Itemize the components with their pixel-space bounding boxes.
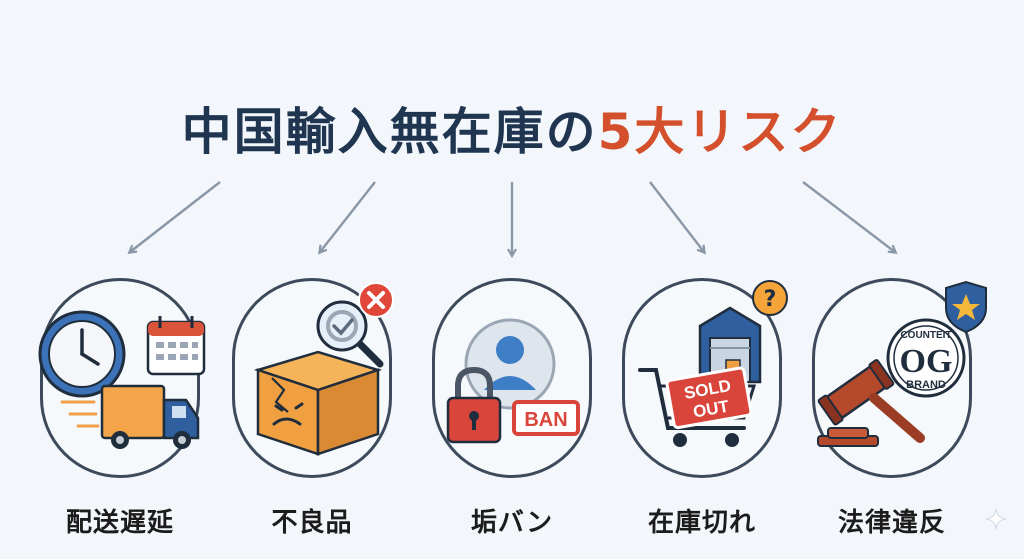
- gavel-counterfeit-brand-icon: COUNTEIT OG BRAND: [817, 280, 987, 447]
- risk-label-shipping-delay: 配送遅延: [65, 508, 174, 538]
- seal-logo-text: OG: [900, 343, 953, 380]
- risk-account-ban: BAN: [432, 278, 592, 478]
- damaged-box-magnifier-icon: [253, 282, 394, 456]
- title-main: 中国輸入無在庫の: [181, 103, 598, 161]
- clock-calendar-truck-icon: [38, 310, 206, 449]
- arrow-2: [320, 181, 376, 252]
- title-accent: 5大リスク: [597, 103, 843, 161]
- svg-text:?: ?: [764, 287, 777, 312]
- page-title: 中国輸入無在庫の5大リスク: [0, 92, 1024, 164]
- risk-legal-violation: COUNTEIT OG BRAND: [812, 278, 987, 478]
- ban-badge-text: BAN: [524, 409, 567, 431]
- arrow-4: [649, 181, 704, 252]
- warehouse-cart-soldout-icon: ? SOLD OUT: [638, 280, 788, 447]
- risk-shipping-delay: [38, 278, 206, 478]
- risk-defective-goods: [232, 278, 394, 478]
- arrow-5: [802, 181, 895, 252]
- risk-label-account-ban: 垢バン: [470, 508, 554, 538]
- risk-out-of-stock: ? SOLD OUT: [622, 278, 788, 478]
- risk-label-legal-violation: 法律違反: [837, 508, 946, 538]
- risk-label-out-of-stock: 在庫切れ: [647, 508, 756, 538]
- user-lock-ban-icon: BAN: [446, 318, 580, 444]
- seal-top-text: COUNTEIT: [900, 330, 951, 341]
- risk-label-defective-goods: 不良品: [271, 508, 353, 538]
- arrow-1: [130, 181, 221, 252]
- seal-bottom-text: BRAND: [906, 379, 946, 391]
- sparkle-icon: [985, 508, 1007, 530]
